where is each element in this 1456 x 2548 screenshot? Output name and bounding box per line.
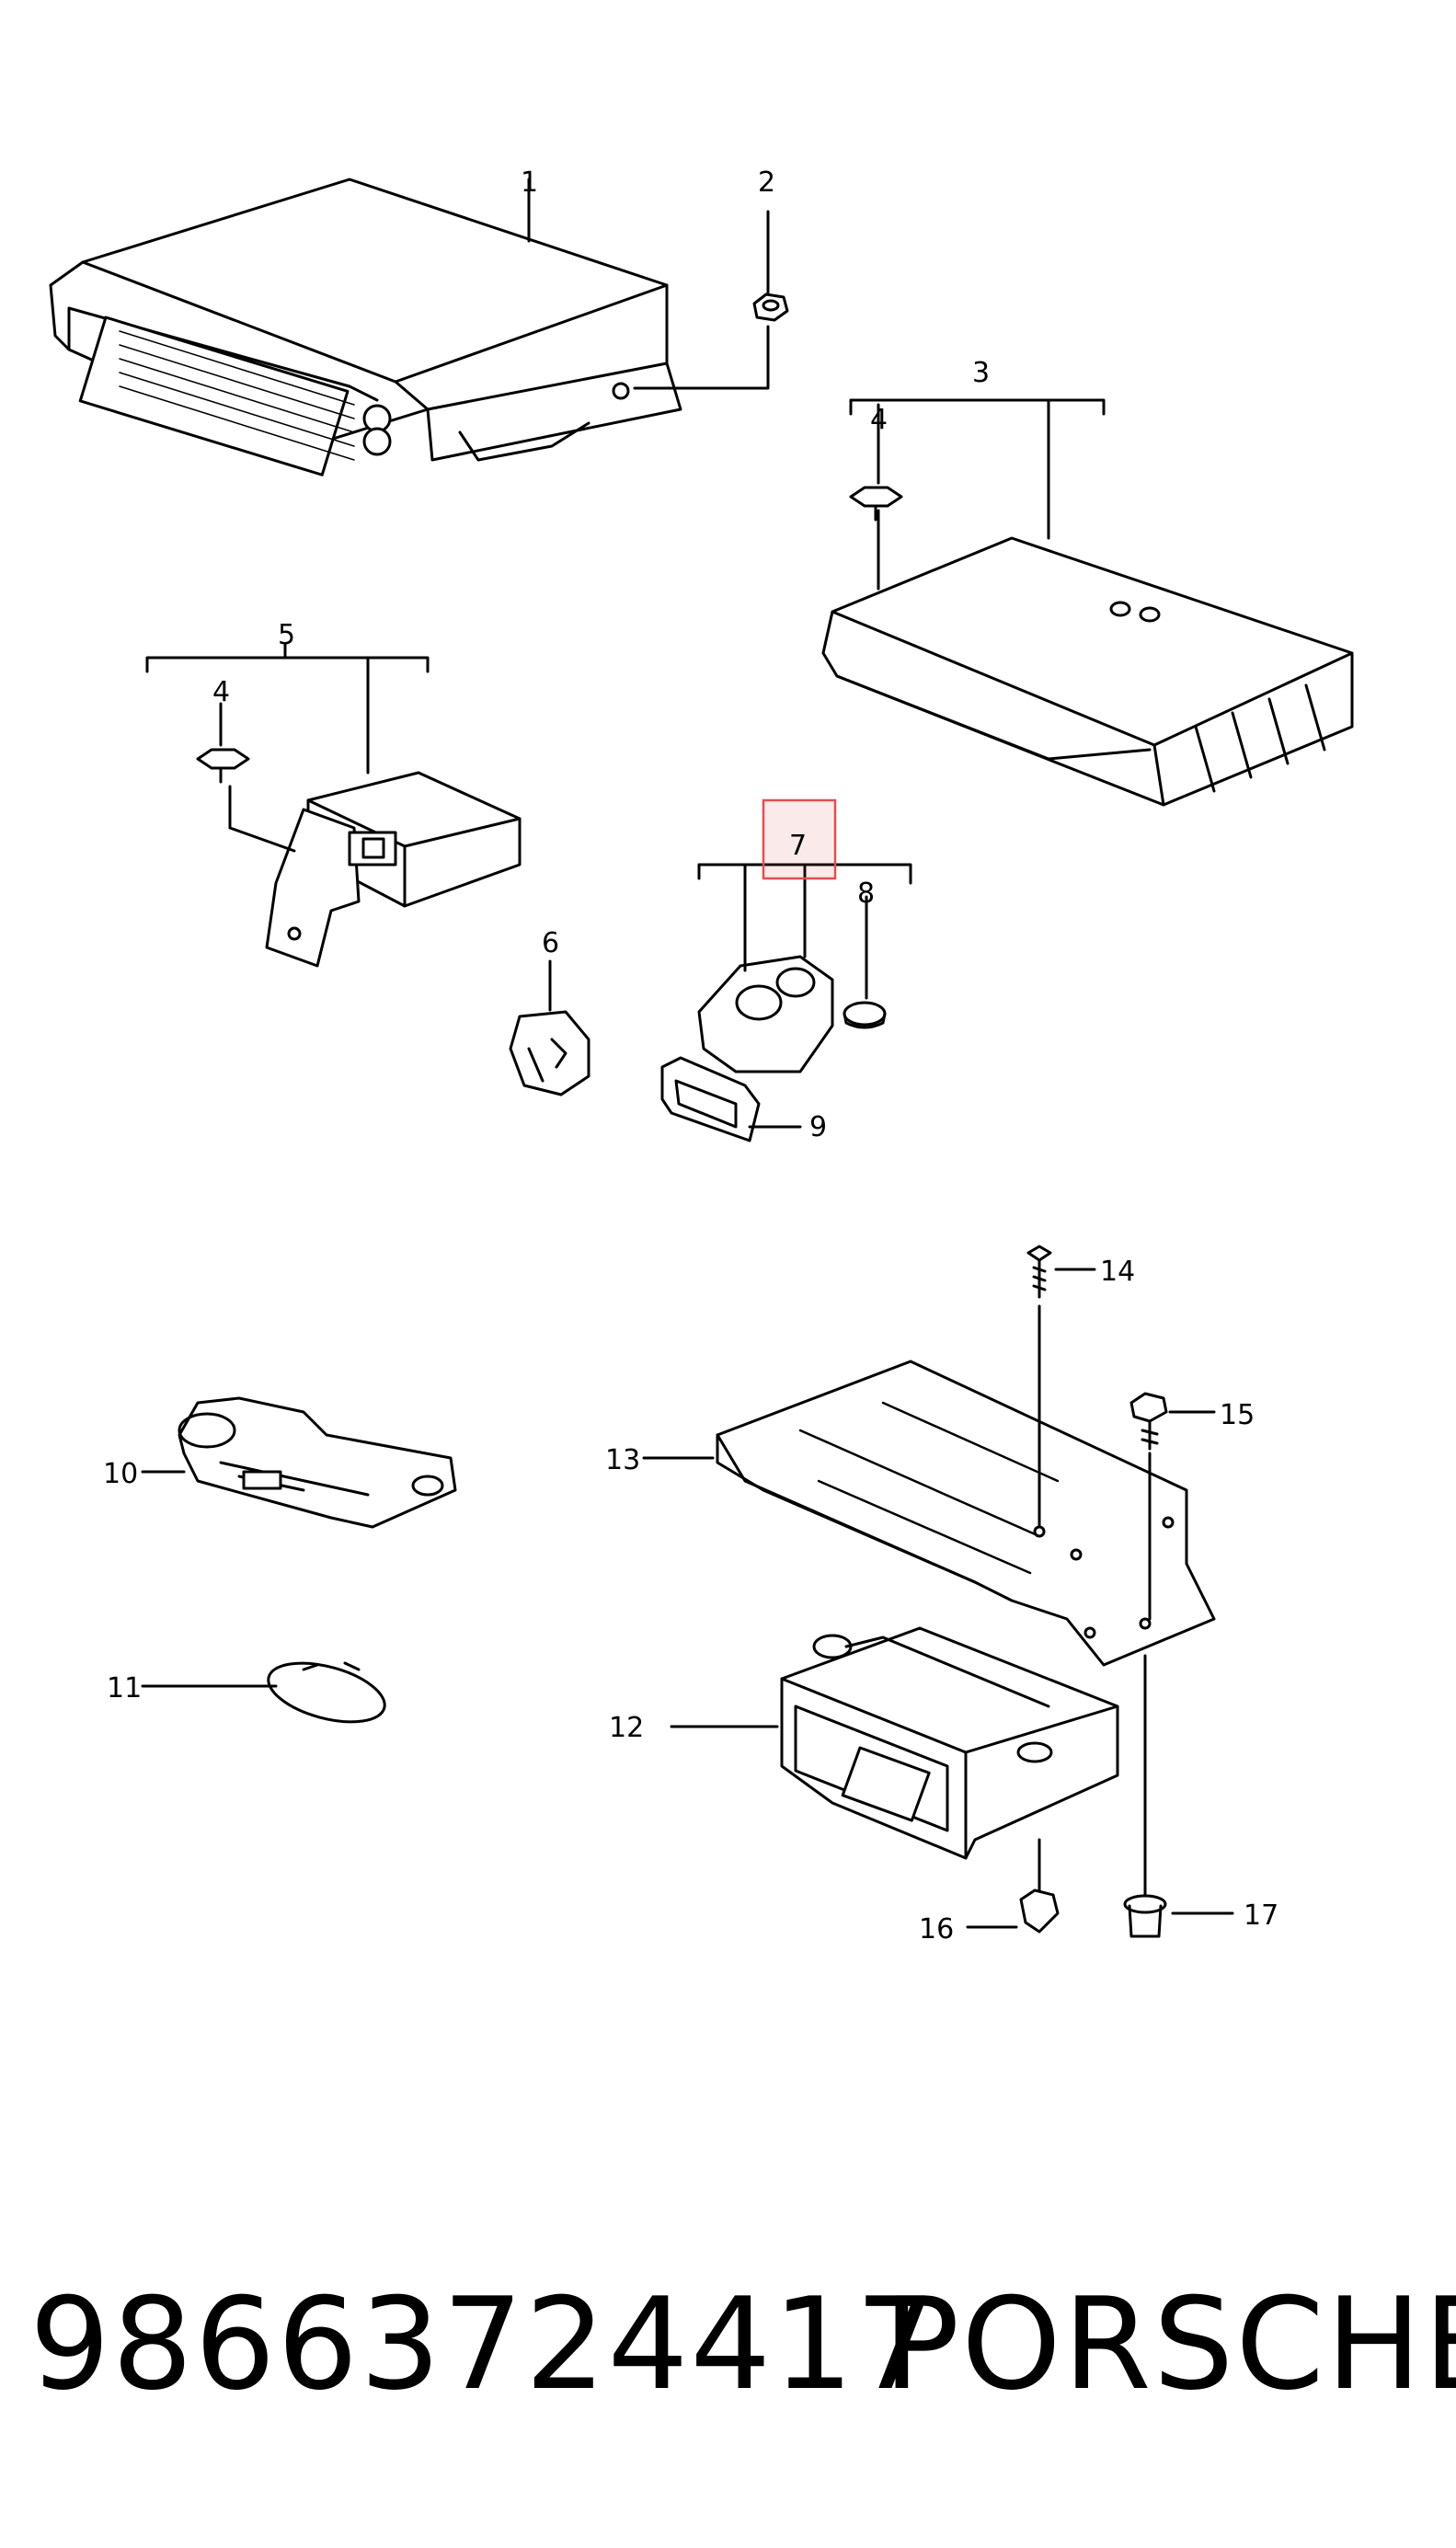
callout-5: 5 bbox=[278, 619, 295, 651]
callout-labels: 1 2 3 4 5 4 7 8 6 9 14 15 13 10 11 12 16… bbox=[103, 166, 1278, 1945]
callout-10: 10 bbox=[103, 1458, 138, 1490]
key-insert-part-9 bbox=[660, 1056, 802, 1142]
module-part-10 bbox=[141, 1396, 457, 1529]
clip-part-4-upper bbox=[849, 429, 903, 522]
callout-6: 6 bbox=[542, 927, 559, 959]
callout-13: 13 bbox=[605, 1444, 640, 1476]
module-part-5 bbox=[145, 642, 522, 968]
bolt-part-15 bbox=[1129, 1392, 1216, 1621]
bracket-part-13 bbox=[642, 1360, 1216, 1667]
callout-12: 12 bbox=[609, 1712, 644, 1744]
key-part-6 bbox=[509, 959, 590, 1096]
callout-17: 17 bbox=[1244, 1900, 1278, 1932]
sleeve-part-17 bbox=[1123, 1654, 1234, 1938]
callout-8: 8 bbox=[857, 878, 875, 910]
callout-16: 16 bbox=[919, 1913, 954, 1945]
cap-part-8 bbox=[843, 895, 887, 1029]
callout-15: 15 bbox=[1220, 1399, 1255, 1431]
brand-name: PORSCHE bbox=[883, 2270, 1456, 2418]
part-number: 98663724417 bbox=[29, 2270, 938, 2418]
control-unit-part-12 bbox=[670, 1626, 1119, 1860]
callout-1: 1 bbox=[521, 166, 538, 199]
callout-4-upper: 4 bbox=[870, 404, 888, 436]
callout-14: 14 bbox=[1100, 1256, 1135, 1288]
clip-part-4-lower bbox=[196, 702, 250, 784]
callout-11: 11 bbox=[107, 1672, 142, 1704]
callout-2: 2 bbox=[758, 166, 775, 199]
ring-part-11 bbox=[141, 1661, 386, 1724]
remote-key-part-7 bbox=[697, 863, 912, 1073]
highlight-box bbox=[762, 798, 837, 880]
control-unit-part-3 bbox=[821, 398, 1354, 807]
clip-part-16 bbox=[966, 1838, 1060, 1934]
control-unit-part-1 bbox=[49, 178, 682, 476]
callout-3: 3 bbox=[972, 357, 990, 389]
screw-part-14 bbox=[1026, 1245, 1096, 1529]
callout-4-lower: 4 bbox=[212, 676, 230, 708]
callout-7: 7 bbox=[789, 830, 807, 862]
callout-9: 9 bbox=[809, 1111, 827, 1143]
nut-part-2 bbox=[633, 210, 789, 390]
